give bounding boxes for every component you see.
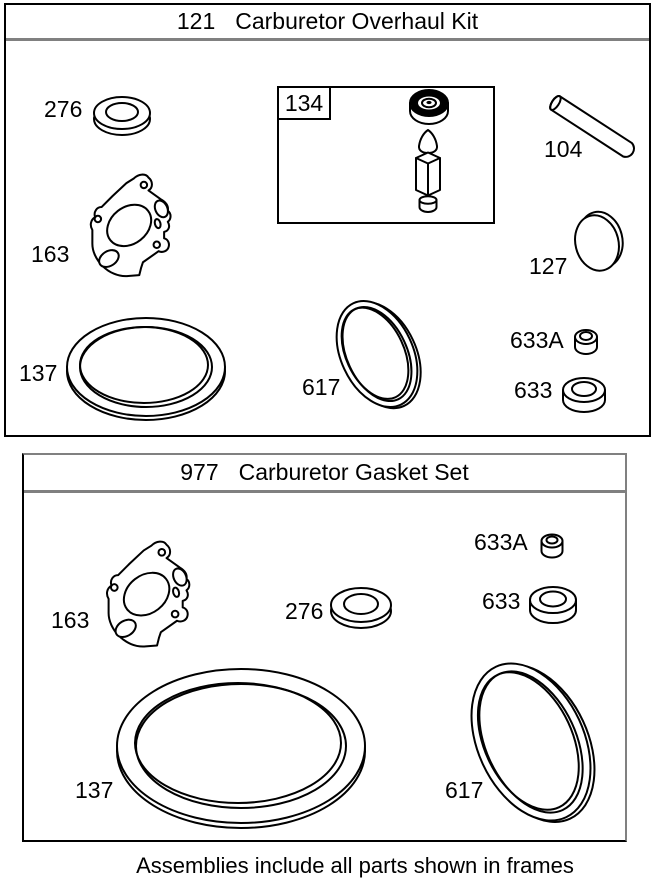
part-label-633A: 633A <box>474 529 528 555</box>
part-label-617: 617 <box>445 777 484 803</box>
part-label-633: 633 <box>482 588 521 614</box>
part-label-127: 127 <box>529 253 568 279</box>
gasket-set-name: Carburetor Gasket Set <box>238 459 469 485</box>
part-label-137: 137 <box>75 777 114 803</box>
overhaul-kit-number: 121 <box>176 8 216 34</box>
part-label-134: 134 <box>279 88 331 120</box>
overhaul-kit-frame: 121 Carburetor Overhaul Kit 134 276 163 … <box>4 3 651 437</box>
part-label-163: 163 <box>31 241 70 267</box>
part-label-104: 104 <box>544 136 583 162</box>
gasket-set-title: 977 Carburetor Gasket Set <box>24 455 625 493</box>
overhaul-kit-name: Carburetor Overhaul Kit <box>235 8 479 34</box>
part-label-633A: 633A <box>510 327 564 353</box>
part-label-617: 617 <box>302 374 341 400</box>
needle-valve-kit-box: 134 <box>277 86 495 224</box>
part-label-137: 137 <box>19 360 58 386</box>
part-label-276: 276 <box>285 598 324 624</box>
gasket-set-number: 977 <box>180 459 219 485</box>
part-label-276: 276 <box>44 96 83 122</box>
gasket-set-frame: 977 Carburetor Gasket Set 163 276 633A 6… <box>22 453 627 842</box>
part-label-163: 163 <box>51 607 90 633</box>
assemblies-caption: Assemblies include all parts shown in fr… <box>136 853 574 878</box>
overhaul-kit-title: 121 Carburetor Overhaul Kit <box>6 5 649 41</box>
part-label-633: 633 <box>514 377 553 403</box>
